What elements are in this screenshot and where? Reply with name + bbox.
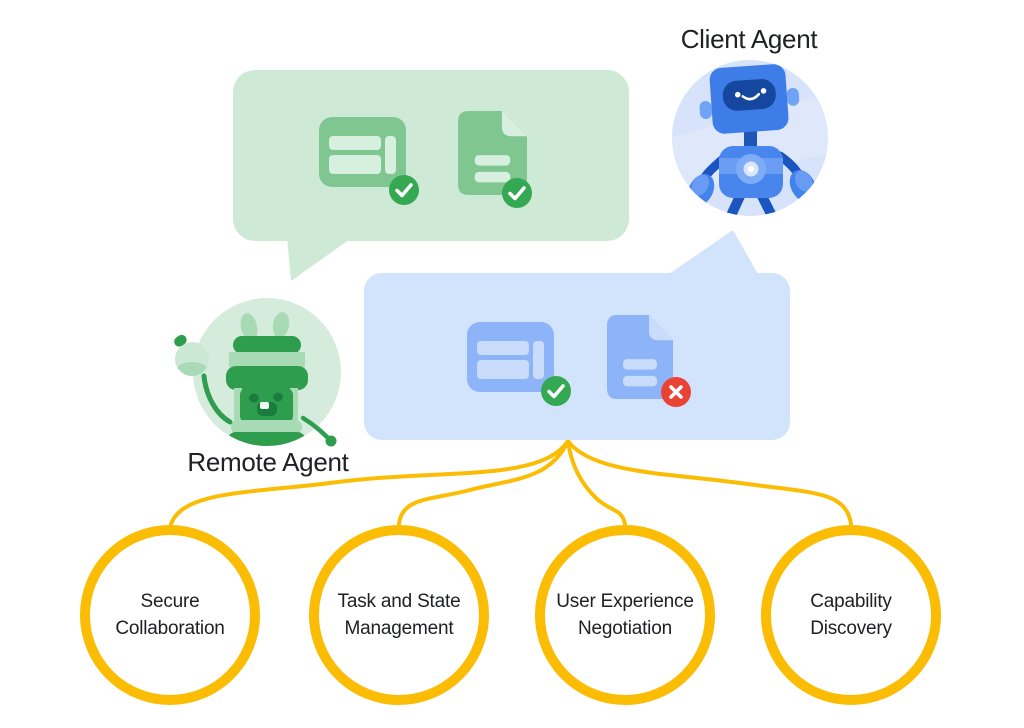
web-window-icon	[467, 322, 554, 392]
feature-circle-capability-discovery: Capability Discovery	[761, 525, 941, 705]
feature-circle-user-experience-negotiation: User Experience Negotiation	[535, 525, 715, 705]
feature-label: Secure Collaboration	[115, 588, 225, 642]
remote-agent-speech-bubble	[233, 70, 629, 241]
feature-label: Task and State Management	[338, 588, 461, 642]
web-window-icon	[319, 117, 406, 187]
feature-label-line: User Experience	[556, 591, 694, 612]
feature-label-line: Task and State	[337, 591, 461, 612]
check-badge-icon	[389, 175, 419, 205]
feature-label-line: Secure	[140, 591, 200, 612]
client-agent-speech-bubble	[364, 273, 790, 440]
client-bubble-tail	[666, 230, 759, 276]
fan-connectors	[169, 439, 853, 526]
feature-circle-task-state-management: Task and State Management	[309, 525, 489, 705]
error-badge-icon	[661, 377, 691, 407]
remote-agent-label: Remote Agent	[187, 447, 349, 477]
feature-label: Capability Discovery	[810, 588, 892, 642]
client-agent-illustration	[672, 60, 828, 216]
feature-label: User Experience Negotiation	[556, 588, 694, 642]
window-sidebar-bar	[385, 135, 397, 175]
feature-label-line: Capability	[810, 591, 892, 612]
remote-agent-illustration	[174, 298, 341, 447]
window-content-block	[476, 359, 529, 380]
feature-label-line: Management	[344, 618, 454, 639]
feature-label-line: Collaboration	[115, 618, 225, 639]
document-icon	[458, 111, 527, 195]
client-agent-label: Client Agent	[680, 24, 818, 54]
document-icon	[607, 315, 673, 399]
feature-label-line: Negotiation	[578, 618, 672, 639]
window-content-bar	[476, 340, 529, 355]
check-badge-icon	[541, 376, 571, 406]
feature-circle-secure-collaboration: Secure Collaboration	[80, 525, 260, 705]
check-badge-icon	[502, 178, 532, 208]
window-sidebar-bar	[533, 340, 545, 380]
window-content-block	[328, 154, 381, 175]
remote-bubble-tail	[287, 237, 353, 281]
window-content-bar	[328, 135, 381, 150]
feature-label-line: Discovery	[810, 618, 892, 639]
